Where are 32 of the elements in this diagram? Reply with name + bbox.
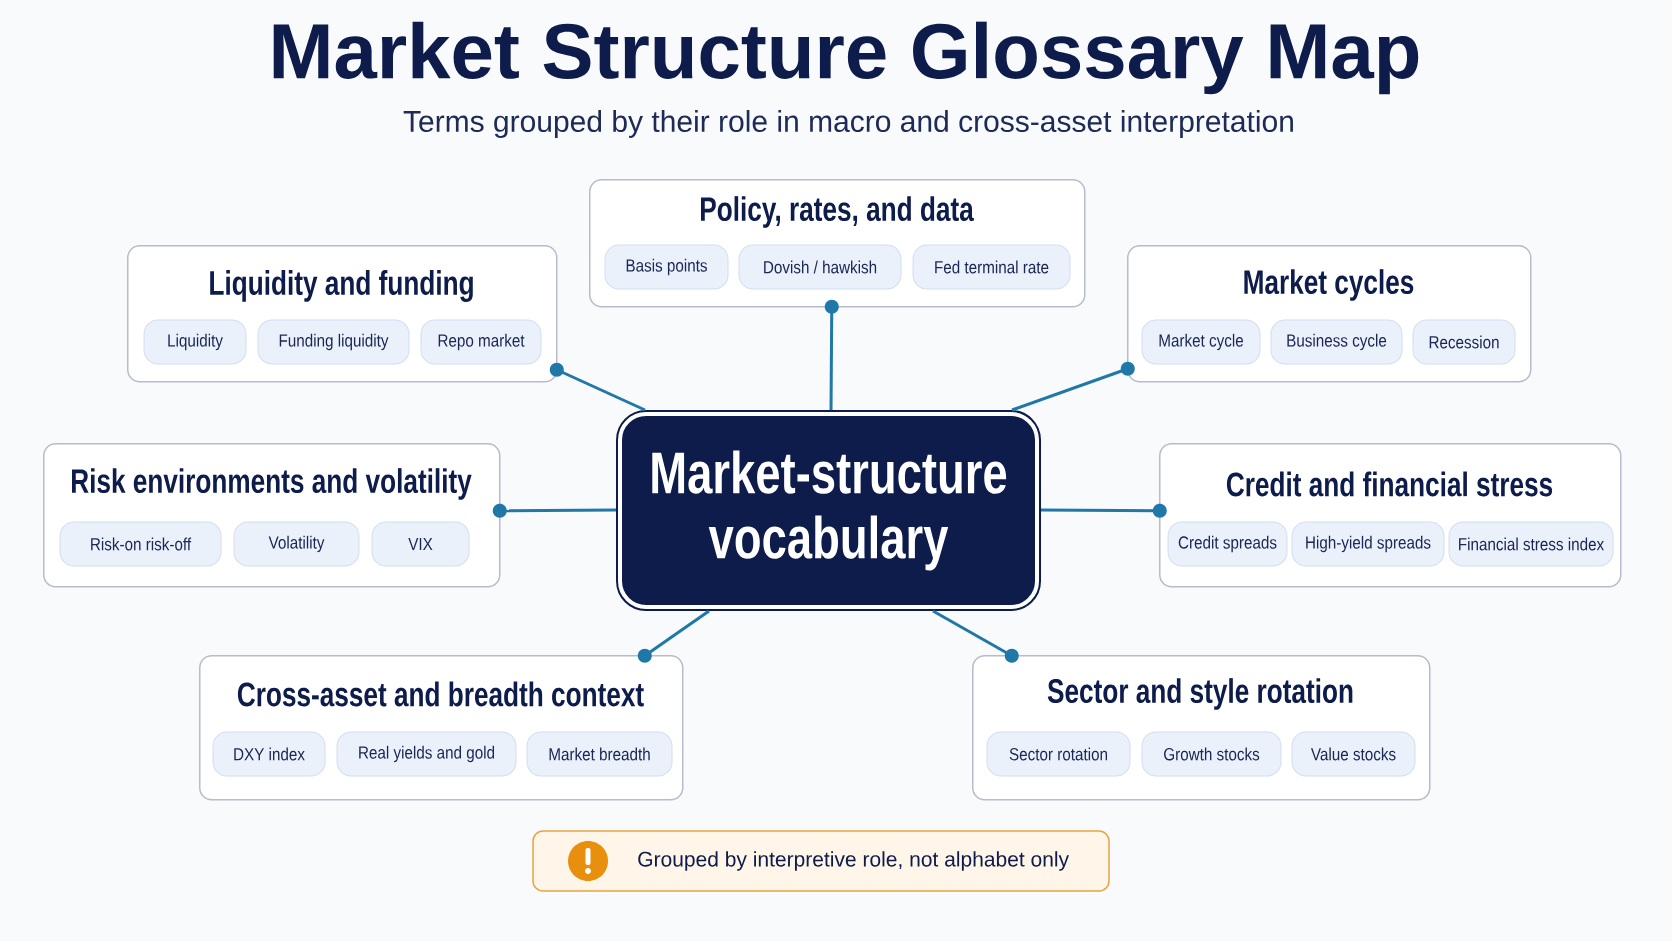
term-chip: Dovish / hawkish [738, 244, 902, 290]
term-chip: Sector rotation [986, 731, 1131, 777]
term-chip: Credit spreads [1167, 521, 1288, 567]
term-chip: DXY index [212, 731, 326, 777]
term-chip: Real yields and gold [336, 731, 517, 777]
connector [1041, 503, 1167, 518]
subtitle: Terms grouped by their role in macro and cross-asset interpretation [403, 110, 1293, 138]
connector [932, 609, 1019, 663]
title: Market Structure Glossary Map [273, 21, 1419, 95]
term-chip: Repo market [420, 319, 542, 365]
connector [824, 299, 839, 410]
connector [549, 362, 646, 412]
term-chip: Value stocks [1291, 731, 1416, 777]
term-chip: Recession [1412, 319, 1516, 365]
term-chip: Liquidity [143, 319, 247, 365]
term-chip: Basis points [604, 244, 729, 290]
term-chip: Market cycle [1141, 319, 1261, 365]
term-chip: Risk-on risk-off [59, 521, 222, 567]
term-chip: Funding liquidity [257, 319, 410, 365]
connector [492, 503, 617, 518]
term-chip: Volatility [233, 521, 360, 567]
term-chip: Financial stress index [1448, 521, 1614, 567]
term-chip: Growth stocks [1141, 731, 1282, 777]
term-chip: Business cycle [1270, 319, 1403, 365]
hub-box: Market-structure vocabulary [616, 410, 1041, 611]
connector [1011, 361, 1135, 412]
note-box: Grouped by interpretive role, not alphabet only [532, 830, 1110, 892]
term-chip: Market breadth [526, 731, 673, 777]
term-chip: High-yield spreads [1291, 521, 1445, 567]
term-chip: Fed terminal rate [912, 244, 1071, 290]
connector [637, 609, 710, 663]
term-chip: VIX [371, 521, 470, 567]
